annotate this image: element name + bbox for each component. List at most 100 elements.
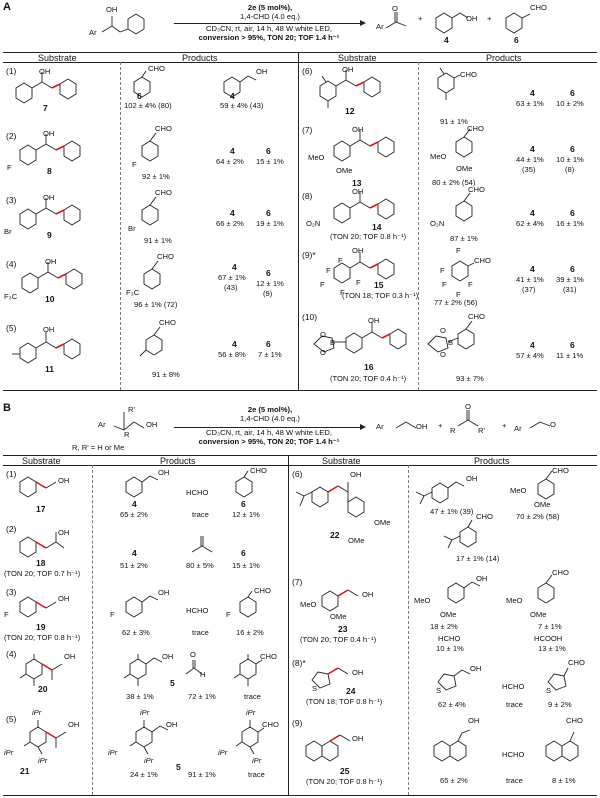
substrate-25-structure [305,734,351,762]
row-a10-val-6: 11 ± 1% [556,351,584,360]
row-a5-index: (5) [6,323,17,333]
row-b1-index: (1) [6,469,17,479]
substrate-16-structure [313,322,407,354]
header-substrate-b-left: Substrate [22,456,61,466]
row-b1-val-4: 65 ± 2% [120,510,148,519]
row-a7-val-4b: (35) [522,165,536,174]
row-a4-val-4b: (43) [224,283,238,292]
header-substrate-b-right: Substrate [322,456,361,466]
plus-b1: + [438,421,443,430]
product-row-a7-ome: OMe [456,164,473,173]
plus-a2: + [487,14,492,23]
row-a7-val-4: 44 ± 1% [516,155,544,164]
row-b2-val-ketone: 80 ± 5% [186,561,214,570]
row-b7-index: (7) [292,577,303,587]
substrate-20-oh: OH [64,652,76,661]
substrate-21-ipr3: iPr [38,756,48,765]
product-b7-ald-cho: CHO [552,568,569,577]
table-b-bottom-rule [3,795,597,796]
row-a1-index: (1) [6,66,17,76]
substrate-15-f5: F [356,278,361,287]
product-4-a-oh: OH [466,14,478,23]
product-row-a4-cf3: F₃C [126,288,140,297]
product-row-a8-cho: CHO [468,185,485,194]
header-products-b-right: Products [474,456,510,466]
conditions-b: 2e (5 mol%), 1,4-CHD (4.0 eq.) [240,405,300,423]
product-b3-ald-cho: CHO [254,586,271,595]
product-b5-ald [235,720,265,755]
row-b2-val-6: 15 ± 1% [232,561,260,570]
row-a10-index: (10) [302,312,318,322]
product-b5-ald-ipr3: iPr [252,756,262,765]
row-a8-val-ald: 87 ± 1% [450,234,478,243]
row-a1-val-4: 59 ± 4% (43) [220,101,264,110]
product-row-a8-no2: O₂N [430,219,445,228]
reactant-b-oh: OH [146,420,158,429]
product-row-a6 [437,67,461,100]
product-b4-o: O [190,650,196,659]
row-b5-c5: 5 [176,762,181,772]
substrate-22-ome2: OMe [348,536,365,545]
reaction-arrow-b [174,427,364,428]
row-a4-val-ald: 96 ± 1% (72) [134,300,178,309]
product-b6-ald1-meo: MeO [510,486,527,495]
substrate-23-ton: (TON 20; TOF 0.4 h⁻¹) [300,635,377,644]
product-b7-alc-ome: OMe [440,610,457,619]
row-a3-val-4: 66 ± 2% [216,219,244,228]
substrate-15-f3: F [320,280,325,289]
row-a3-val-ald: 91 ± 1% [144,236,172,245]
row-a3-index: (3) [6,195,17,205]
row-a4-val-6: 12 ± 1% [256,279,284,288]
substrate-19-ton: (TON 20; TOF 0.8 h⁻¹) [4,633,81,642]
product-b2-acetone [191,536,213,553]
product-row-a2 [141,132,159,162]
table-b-top-rule [3,455,597,456]
substrate-15-structure [333,252,395,284]
row-b8-val-alc: 62 ± 4% [438,700,466,709]
reactant-b-r2: R' [128,405,135,414]
table-a-header-rule [3,62,597,63]
row-a5-c4: 4 [232,339,237,349]
header-substrate-a-right: Substrate [338,53,377,63]
substrate-19-oh: OH [58,594,70,603]
substrate-21-ipr1: iPr [32,708,42,717]
header-products-b-left: Products [160,456,196,466]
row-b9-val-alc: 65 ± 2% [440,776,468,785]
substrate-25-label: 25 [340,766,350,776]
plus-a1: + [418,14,423,23]
product-b5-ipr1: iPr [140,708,150,717]
header-products-a-right: Products [486,53,522,63]
table-a-divider [298,52,299,390]
product-b1-alc [125,475,159,498]
product-b7-alc [447,581,481,604]
product-b7-ald-meo: MeO [506,596,523,605]
row-b4-val-ald: trace [244,692,261,701]
product-row-a8 [455,192,473,222]
reactant-b-ar: Ar [98,420,106,429]
reactant-a-ar: Ar [89,28,97,37]
row-b3-val-6: 16 ± 2% [236,628,264,637]
substrate-19-label: 19 [36,622,46,632]
row-b9-val-hcho: trace [506,776,523,785]
substrate-12-oh: OH [342,65,354,74]
substrate-10-label: 10 [45,294,55,304]
substrate-9-br: Br [4,227,12,236]
row-b7-hcho: HCHO [438,634,461,643]
row-b9-hcho: HCHO [502,750,525,759]
row-b4-val-alc: 38 ± 1% [126,692,154,701]
product-row-a5-cho: CHO [159,318,176,327]
substrate-7-label: 7 [43,103,48,113]
substrate-22-ome1: OMe [374,518,391,527]
substrate-21-ipr2: iPr [4,748,14,757]
product-ketone-b [457,410,479,427]
row-b2-val-4: 51 ± 2% [120,561,148,570]
substrate-8-label: 8 [47,166,52,176]
product-b6-alc [415,481,465,505]
reactant-b-r: R [124,430,130,439]
arrowhead-b [360,424,366,430]
row-a6-c6: 6 [570,88,575,98]
row-a2-index: (2) [6,131,17,141]
reactant-b-note: R, R' = H or Me [72,443,125,452]
product-row-a4-cho: CHO [157,252,174,261]
substrate-16-oh: OH [368,316,380,325]
